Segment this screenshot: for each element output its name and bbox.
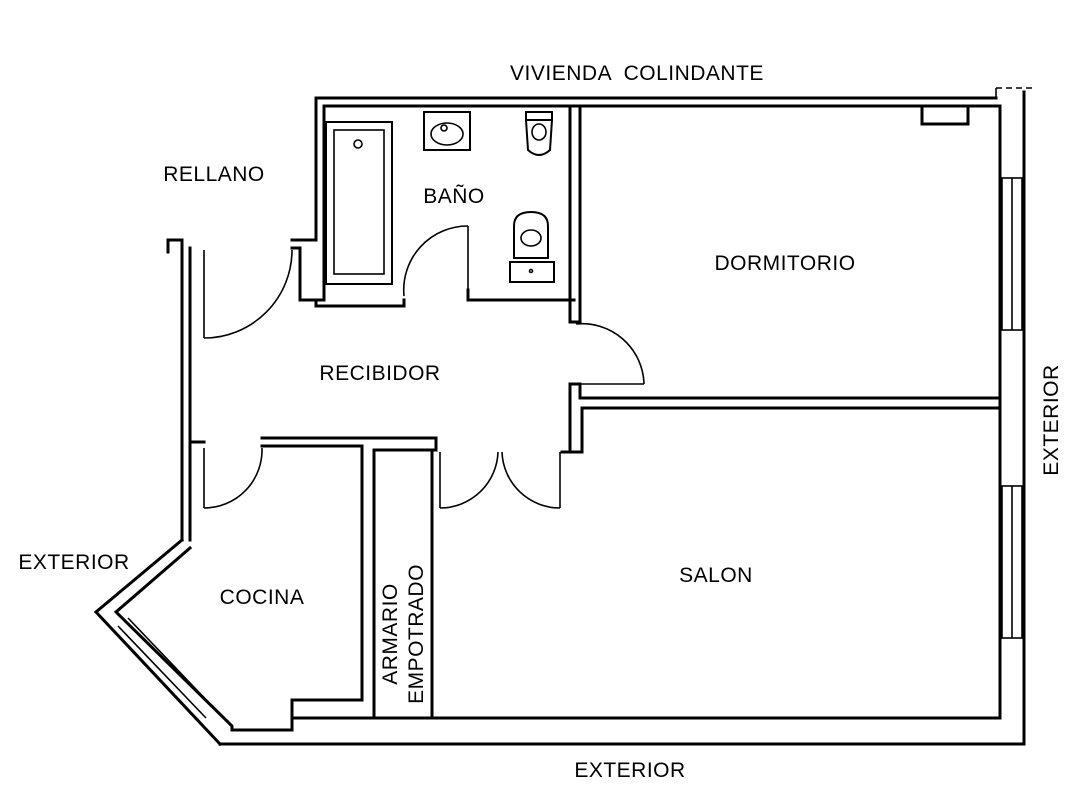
- toilet-icon: [509, 210, 555, 283]
- label-salon: SALON: [679, 564, 753, 587]
- sink-icon: [423, 111, 471, 151]
- door-entrance: [203, 249, 293, 339]
- label-exterior-bottom: EXTERIOR: [574, 759, 685, 782]
- door-bano: [402, 225, 469, 297]
- label-empotrado: EMPOTRADO: [405, 564, 428, 704]
- labels: VIVIENDA COLINDANTE RELLANO BAÑO DORMITO…: [18, 62, 1063, 782]
- label-dormitorio: DORMITORIO: [714, 252, 855, 275]
- label-exterior-left: EXTERIOR: [18, 551, 129, 574]
- label-rellano: RELLANO: [163, 163, 265, 186]
- doors: [203, 225, 645, 509]
- outer-walls: [93, 87, 1032, 747]
- window-salon: [1001, 485, 1023, 639]
- door-dormitorio: [575, 322, 645, 385]
- label-bano: BAÑO: [423, 184, 485, 208]
- label-recibidor: RECIBIDOR: [319, 362, 440, 385]
- label-cocina: COCINA: [220, 586, 305, 609]
- door-salon: [439, 451, 561, 509]
- bathtub-icon: [325, 121, 393, 285]
- window-dormitorio: [1001, 177, 1023, 331]
- interior-walls: [188, 104, 1002, 720]
- door-cocina: [203, 447, 263, 509]
- label-exterior-right: EXTERIOR: [1040, 364, 1063, 475]
- label-vivienda-colindante: VIVIENDA COLINDANTE: [510, 62, 764, 85]
- bidet-icon: [524, 111, 554, 156]
- label-armario: ARMARIO: [379, 583, 402, 685]
